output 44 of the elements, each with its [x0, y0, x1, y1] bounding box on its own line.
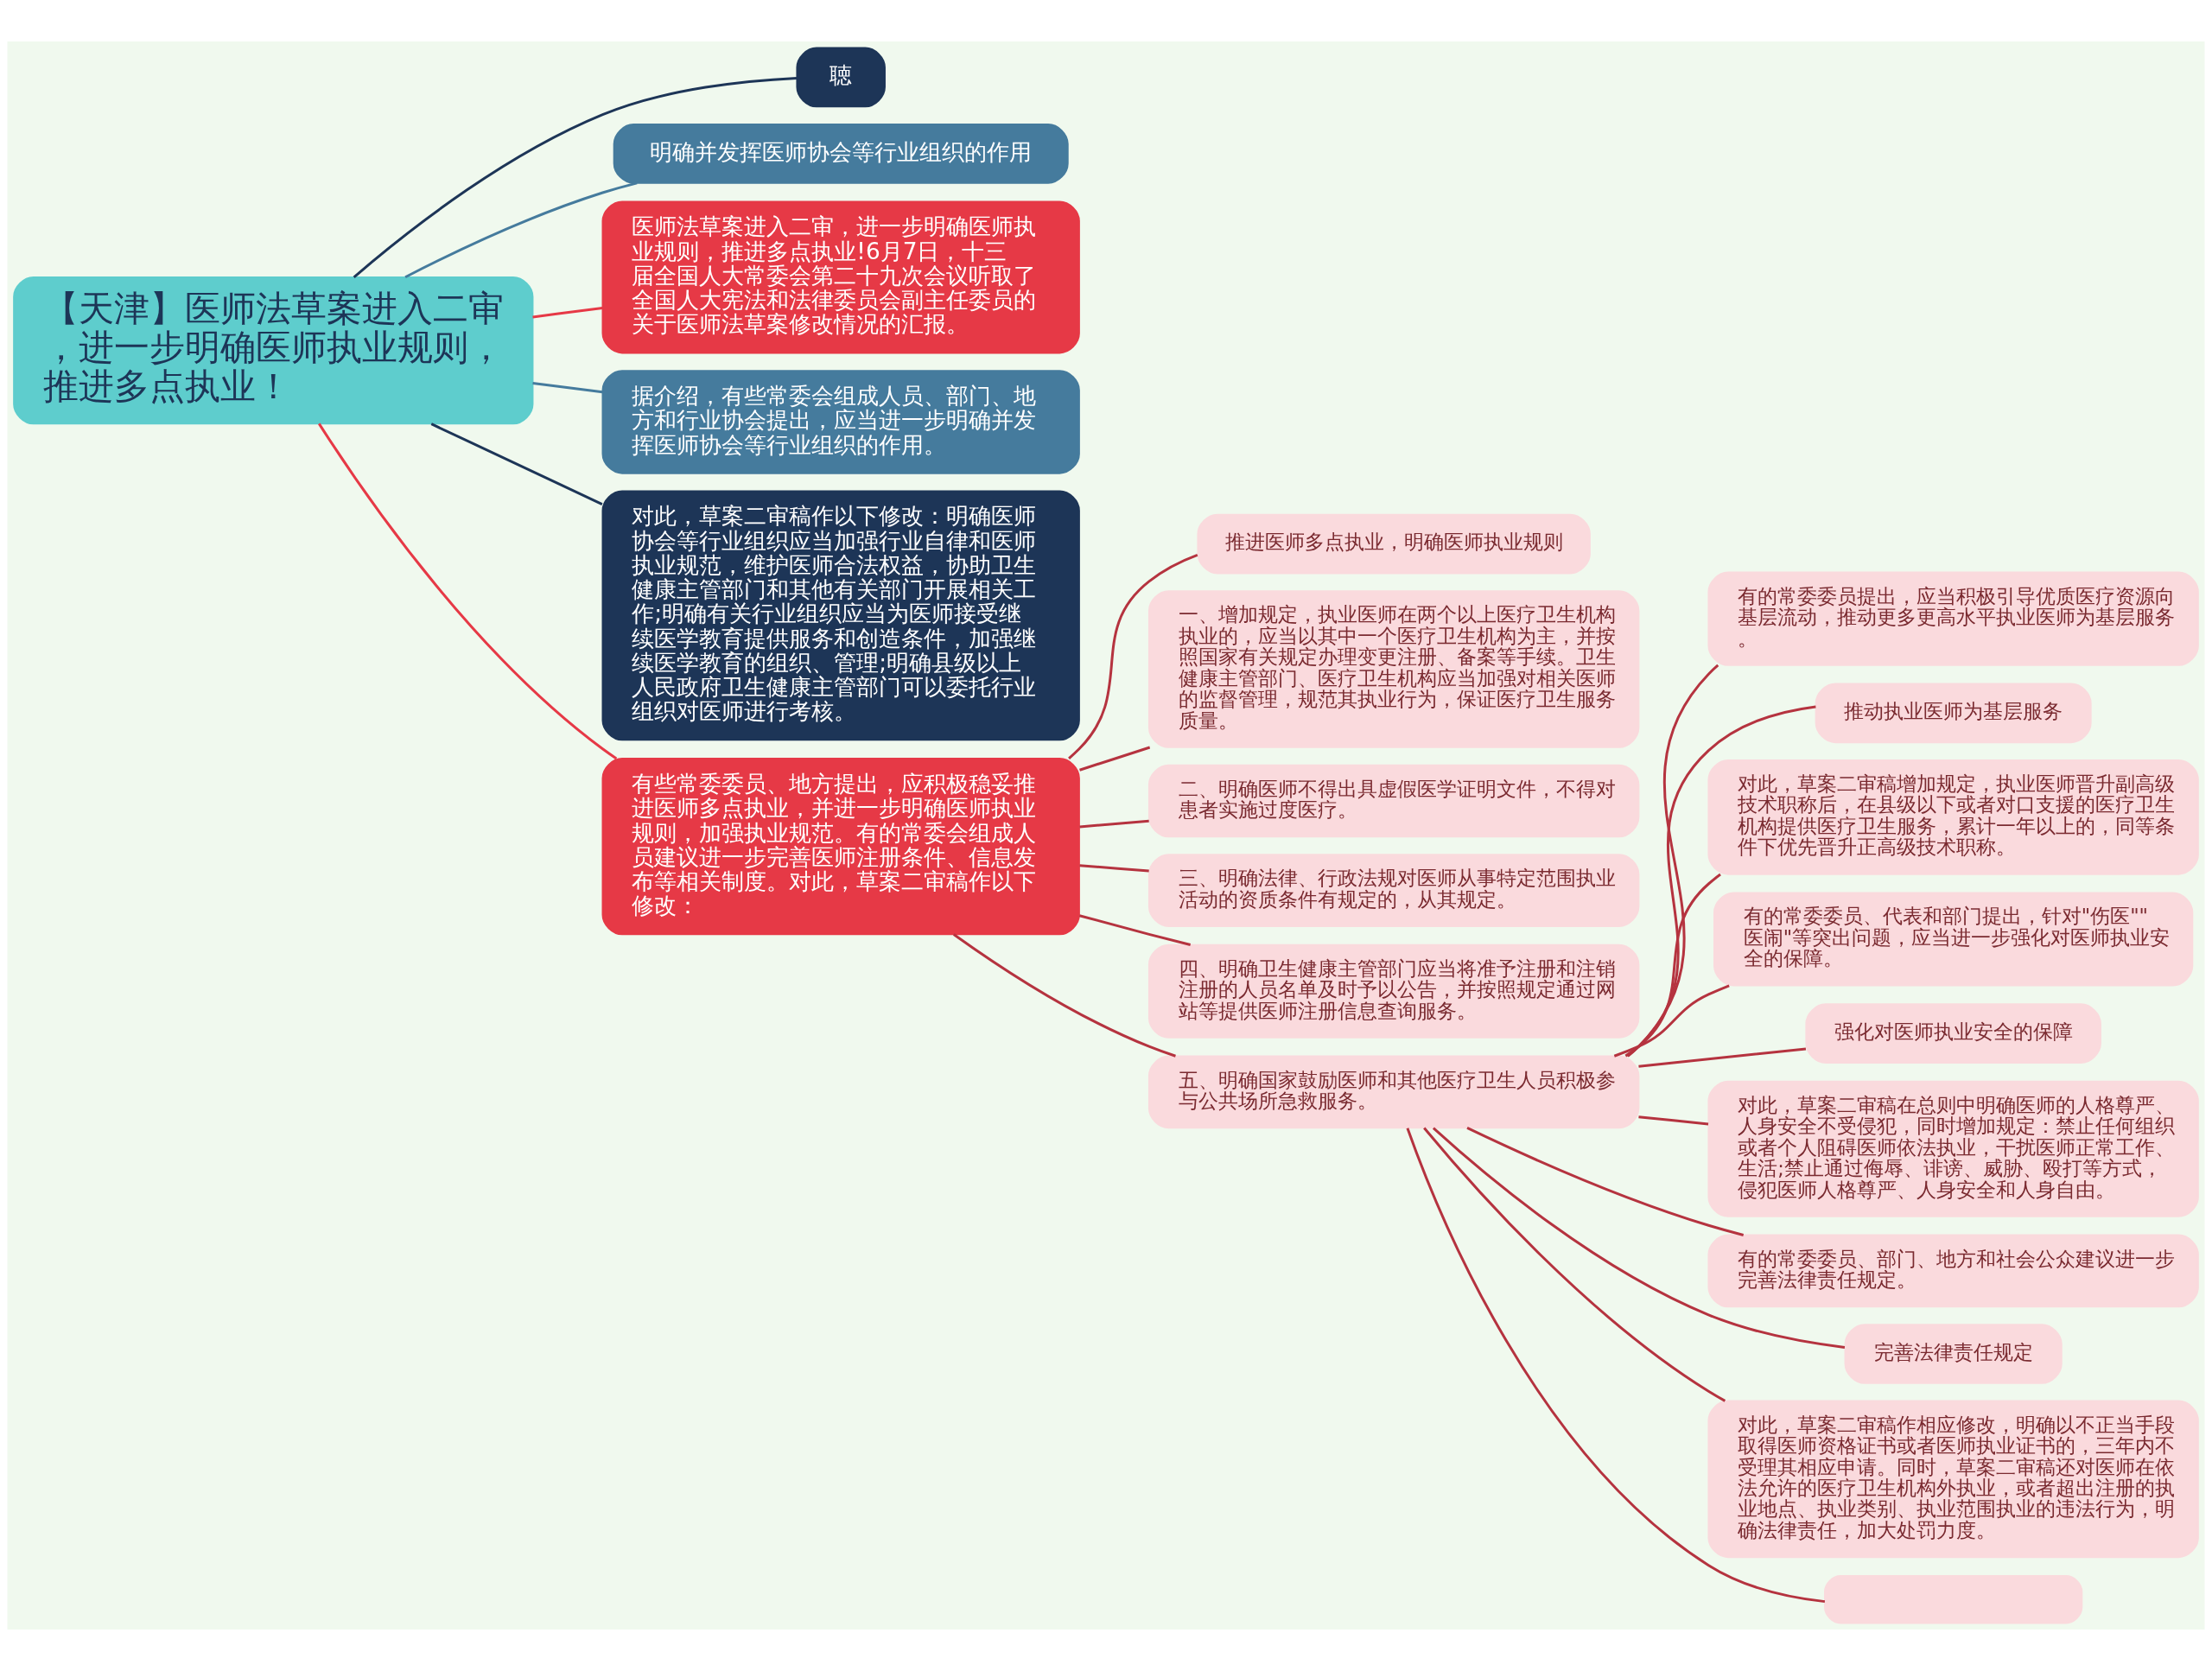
connector [1624, 873, 1721, 1058]
node-box: 据介绍，有些常委会组成人员、部门、地方和行业协会提出，应当进一步明确并发挥医师协会等行业组织的作用。 [601, 370, 1080, 474]
connector [430, 423, 603, 505]
connector [1079, 746, 1151, 772]
connector [404, 181, 638, 279]
node-box: 推进医师多点执业，明确医师执业规则 [1197, 513, 1591, 575]
connector [1626, 705, 1816, 1058]
node-box: 二、明确医师不得出具虚假医学证明文件，不得对患者实施过度医疗。 [1147, 764, 1640, 838]
connector [952, 933, 1176, 1058]
connector [532, 381, 603, 394]
node-box: 有的常委委员提出，应当积极引导优质医疗资源向基层流动，推动更多更高水平执业医师为基层服务。 [1707, 571, 2199, 666]
connector [1423, 1127, 1726, 1402]
connector [353, 76, 798, 278]
node-box: 医师法草案进入二审，进一步明确医师执业规则，推进多点执业!6月7日，十三届全国人大常委会第二十九次会议听取了全国人大宪法和法律委员会副主任委员的关于医师法草案修改情况的汇报。 [601, 200, 1080, 354]
connector [532, 306, 603, 319]
node-box: 对此，草案二审稿作相应修改，明确以不正当手段取得医师资格证书或者医师执业证书的，三年内不受理其相应申请。同时，草案二审稿还对医师在依法允许的医疗卫生机构外执业，或者超出注册的执业地点、执业类别、执业范围执业的违法行为，明确法律责任，加大处罚力度。 [1707, 1400, 2199, 1559]
connector [318, 423, 618, 760]
node-box: 强化对医师执业安全的保障 [1805, 1003, 2101, 1064]
connector [1406, 1128, 1826, 1604]
connector [1432, 1127, 1846, 1349]
node-box: 有些常委委员、地方提出，应积极稳妥推进医师多点执业，并进一步明确医师执业规则，加强执业规范。有的常委会组成人员建议进一步完善医师注册条件、信息发布等相关制度。对此，草案二审稿作以下修改： [601, 758, 1080, 936]
node-box: 有的常委委员、代表和部门提出，针对"伤医""医闹"等突出问题，应当进一步强化对医师执业安全的保障。 [1713, 892, 2194, 987]
connector [1068, 554, 1198, 759]
node-box: 一、增加规定，执业医师在两个以上医疗卫生机构执业的，应当以其中一个医疗卫生机构为主，并按照国家有关规定办理变更注册、备案等手续。卫生健康主管部门、医疗卫生机构应当加强对相关医师的监督管理，规范其执业行为，保证医疗卫生服务质量。 [1147, 590, 1640, 748]
node-box: 四、明确卫生健康主管部门应当将准予注册和注销注册的人员名单及时予以公告，并按照规定通过网站等提供医师注册信息查询服务。 [1147, 944, 1640, 1039]
connector [1078, 914, 1192, 946]
node-box: 聴 [796, 47, 886, 108]
node-box: 对此，草案二审稿作以下修改：明确医师协会等行业组织应当加强行业自律和医师执业规范，维护医师合法权益，协助卫生健康主管部门和其他有关部门开展相关工作;明确有关行业组织应当为医师接受继续医学教育提供服务和创造条件，加强继续医学教育的组织、管理;明确县级以上人民政府卫生健康主管部门可以委托行业组织对医师进行考核。 [601, 490, 1080, 741]
connector [1079, 819, 1149, 829]
node-box: 对此，草案二审稿在总则中明确医师的人格尊严、人身安全不受侵犯，同时增加规定：禁止任何组织或者个人阻碍医师依法执业，干扰医师正常工作、生活;禁止通过侮辱、诽谤、威胁、殴打等方式，侵犯医师人格尊严、人身安全和人身自由。 [1707, 1080, 2199, 1217]
node-box: 五、明确国家鼓励医师和其他医疗卫生人员积极参与公共场所急救服务。 [1147, 1055, 1640, 1129]
connector [1638, 1047, 1807, 1068]
connector [1638, 1115, 1709, 1126]
node-box [1824, 1574, 2083, 1624]
connector [1613, 984, 1730, 1058]
node-box: 完善法律责任规定 [1844, 1324, 2063, 1384]
node-box: 【天津】医师法草案进入二审，进一步明确医师执业规则，推进多点执业！ [13, 276, 534, 425]
connector [1466, 1127, 1745, 1236]
node-box: 三、明确法律、行政法规对医师从事特定范围执业活动的资质条件有规定的，从其规定。 [1147, 854, 1640, 927]
node-box: 明确并发挥医师协会等行业组织的作用 [613, 124, 1069, 184]
node-box: 推动执业医师为基层服务 [1815, 683, 2092, 744]
node-box: 有的常委委员、部门、地方和社会公众建议进一步完善法律责任规定。 [1707, 1234, 2199, 1308]
node-box: 对此，草案二审稿增加规定，执业医师晋升副高级技术职称后，在县级以下或者对口支援的医疗卫生机构提供医疗卫生服务，累计一年以上的，同等条件下优先晋升正高级技术职称。 [1707, 759, 2199, 875]
connector [1079, 864, 1149, 873]
